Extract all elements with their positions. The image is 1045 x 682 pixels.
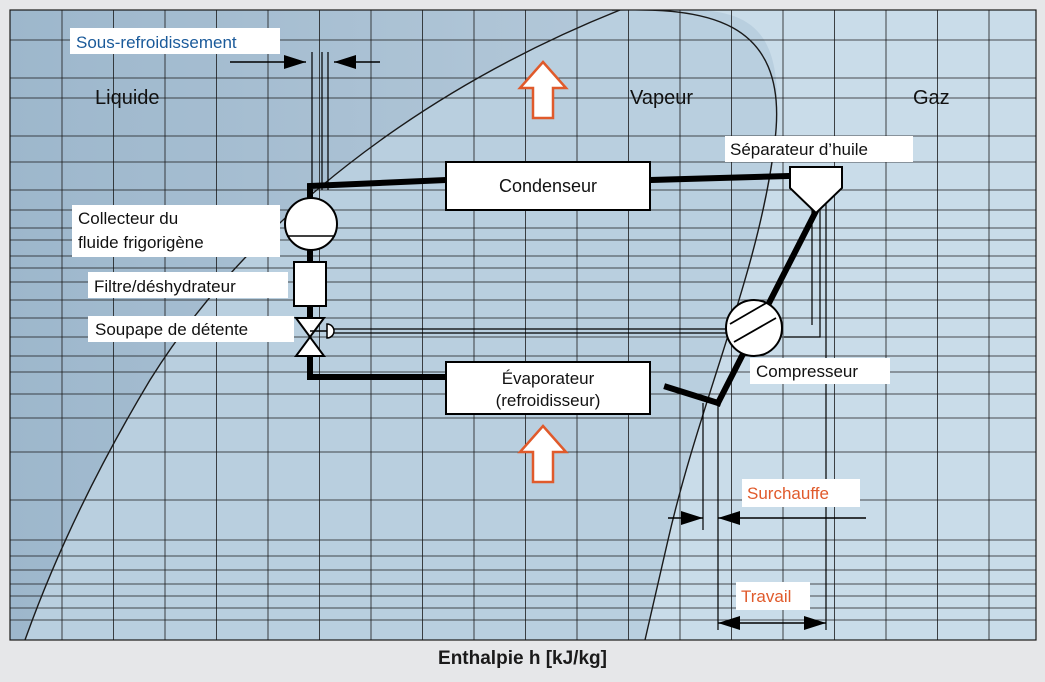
superheat-label: Surchauffe [747,484,829,503]
condenser-label: Condenseur [499,176,597,196]
receiver-label-line1: Collecteur du [78,209,178,228]
compressor: Compresseur [725,299,890,384]
region-gas-label: Gaz [913,87,950,109]
evaporator-label-line2: (refroidisseur) [496,391,601,410]
evaporator: Évaporateur (refroidisseur) [445,361,651,415]
work-dimension: Travail [718,582,826,630]
subcooling-dimension: Sous-refroidissement [70,28,380,69]
region-liquid-label: Liquide [95,87,160,109]
region-vapor-label: Vapeur [630,87,693,109]
superheat-dimension: Surchauffe [668,479,866,525]
expansion-valve-label: Soupape de détente [95,320,248,339]
x-axis-title: Enthalpie h [kJ/kg] [438,648,607,669]
chart-grid [10,10,1036,640]
work-label: Travail [741,587,791,606]
subcooling-label: Sous-refroidissement [76,33,237,52]
heat-rejection-arrow-icon [517,60,569,120]
filter-drier: Filtre/déshydrateur [88,261,327,307]
oil-separator: Séparateur d’huile [725,136,913,215]
plot-border [9,9,1037,641]
condenser: Condenseur [445,161,651,211]
heat-absorption-arrow-icon [517,424,569,484]
thin-lines [311,52,827,630]
receiver-label-line2: fluide frigorigène [78,233,204,252]
oil-separator-label: Séparateur d’huile [730,140,868,159]
receiver: Collecteur du fluide frigorigène [72,197,338,257]
expansion-valve: Soupape de détente [88,316,335,357]
compressor-label: Compresseur [756,362,858,381]
evaporator-label-line1: Évaporateur [502,369,595,388]
liquid-zone [10,10,620,640]
filter-drier-label: Filtre/déshydrateur [94,277,236,296]
